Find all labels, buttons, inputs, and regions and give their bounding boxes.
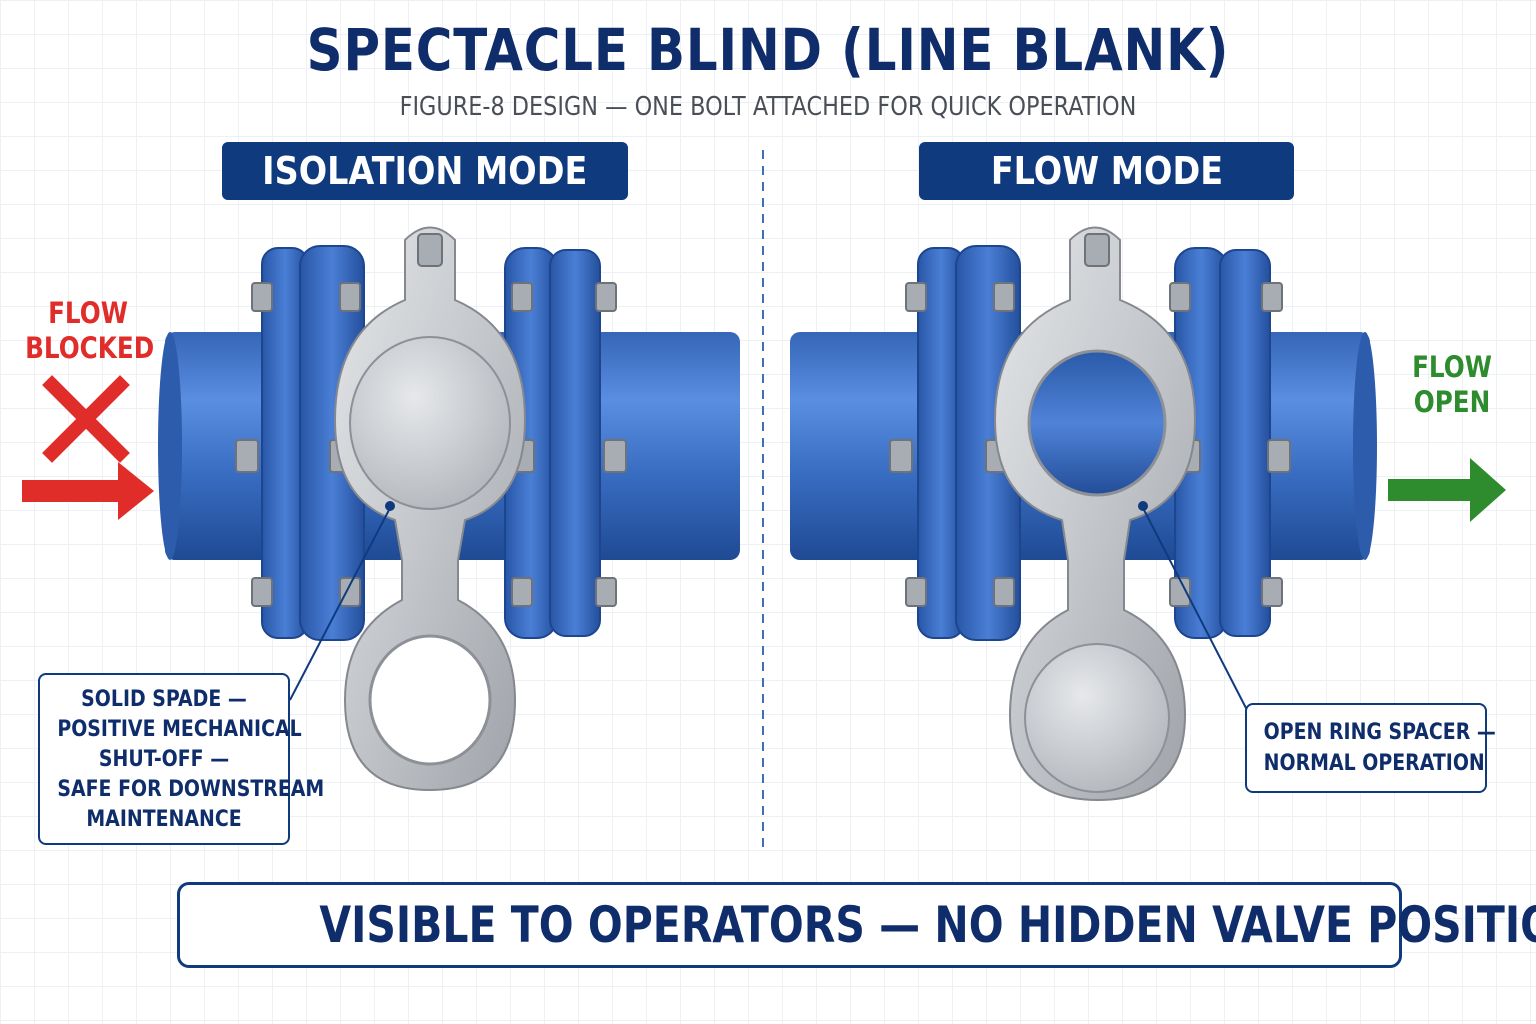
footer-banner: VISIBLE TO OPERATORS — NO HIDDEN VALVE P… — [177, 882, 1536, 968]
arrow-right-icon — [1388, 458, 1506, 522]
right-spectacle-blind — [993, 226, 1197, 802]
right-open-ring — [1027, 349, 1167, 497]
x-mark-icon — [42, 375, 130, 463]
left-flange-bolts — [235, 282, 627, 607]
left-spectacle-blind — [333, 226, 527, 792]
left-open-ring — [368, 634, 492, 766]
left-callout-leader — [289, 507, 391, 701]
flow-mode-label: FLOW MODE — [919, 142, 1294, 200]
left-solid-spade-disc — [349, 336, 511, 510]
right-callout-leader — [1142, 507, 1248, 711]
page-subtitle: FIGURE-8 DESIGN — ONE BOLT ATTACHED FOR … — [399, 92, 1137, 122]
flow-open-label: FLOW OPEN — [1412, 350, 1492, 419]
flow-blocked-label: FLOW BLOCKED — [25, 296, 155, 365]
arrow-right-icon — [22, 462, 154, 520]
page-title: SPECTACLE BLIND (LINE BLANK) — [306, 16, 1230, 84]
solid-spade-callout: SOLID SPADE — POSITIVE MECHANICAL SHUT-O… — [38, 673, 324, 845]
left-pipe-assembly — [158, 226, 740, 792]
open-ring-callout: OPEN RING SPACER — NORMAL OPERATION — [1245, 703, 1496, 793]
right-pipe-assembly — [790, 226, 1377, 802]
isolation-mode-label: ISOLATION MODE — [222, 142, 628, 200]
right-solid-spade-disc — [1024, 643, 1170, 793]
